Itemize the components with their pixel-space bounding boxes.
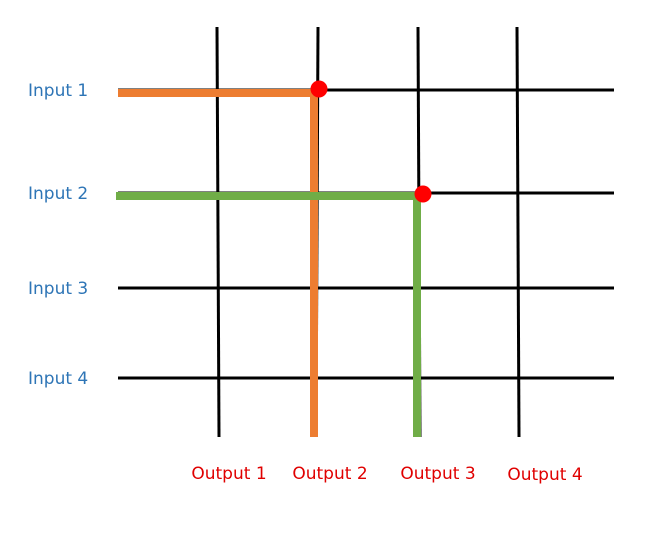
output-label-3: Output 3	[400, 464, 475, 484]
connection-input2-output3	[116, 192, 421, 437]
output-line-1	[215, 26, 221, 438]
output-label-4: Output 4	[507, 465, 582, 485]
output-label-2: Output 2	[292, 464, 367, 484]
crosspoint-dot-input1-output2	[310, 80, 328, 98]
input-label-2: Input 2	[28, 184, 88, 204]
crosspoint-dot-input2-output3	[414, 185, 432, 203]
input-label-1: Input 1	[28, 81, 88, 101]
output-label-1: Output 1	[191, 464, 266, 484]
output-line-4	[515, 26, 521, 438]
input-label-4: Input 4	[28, 369, 88, 389]
input-label-3: Input 3	[28, 279, 88, 299]
connection-input1-output2	[118, 89, 318, 437]
